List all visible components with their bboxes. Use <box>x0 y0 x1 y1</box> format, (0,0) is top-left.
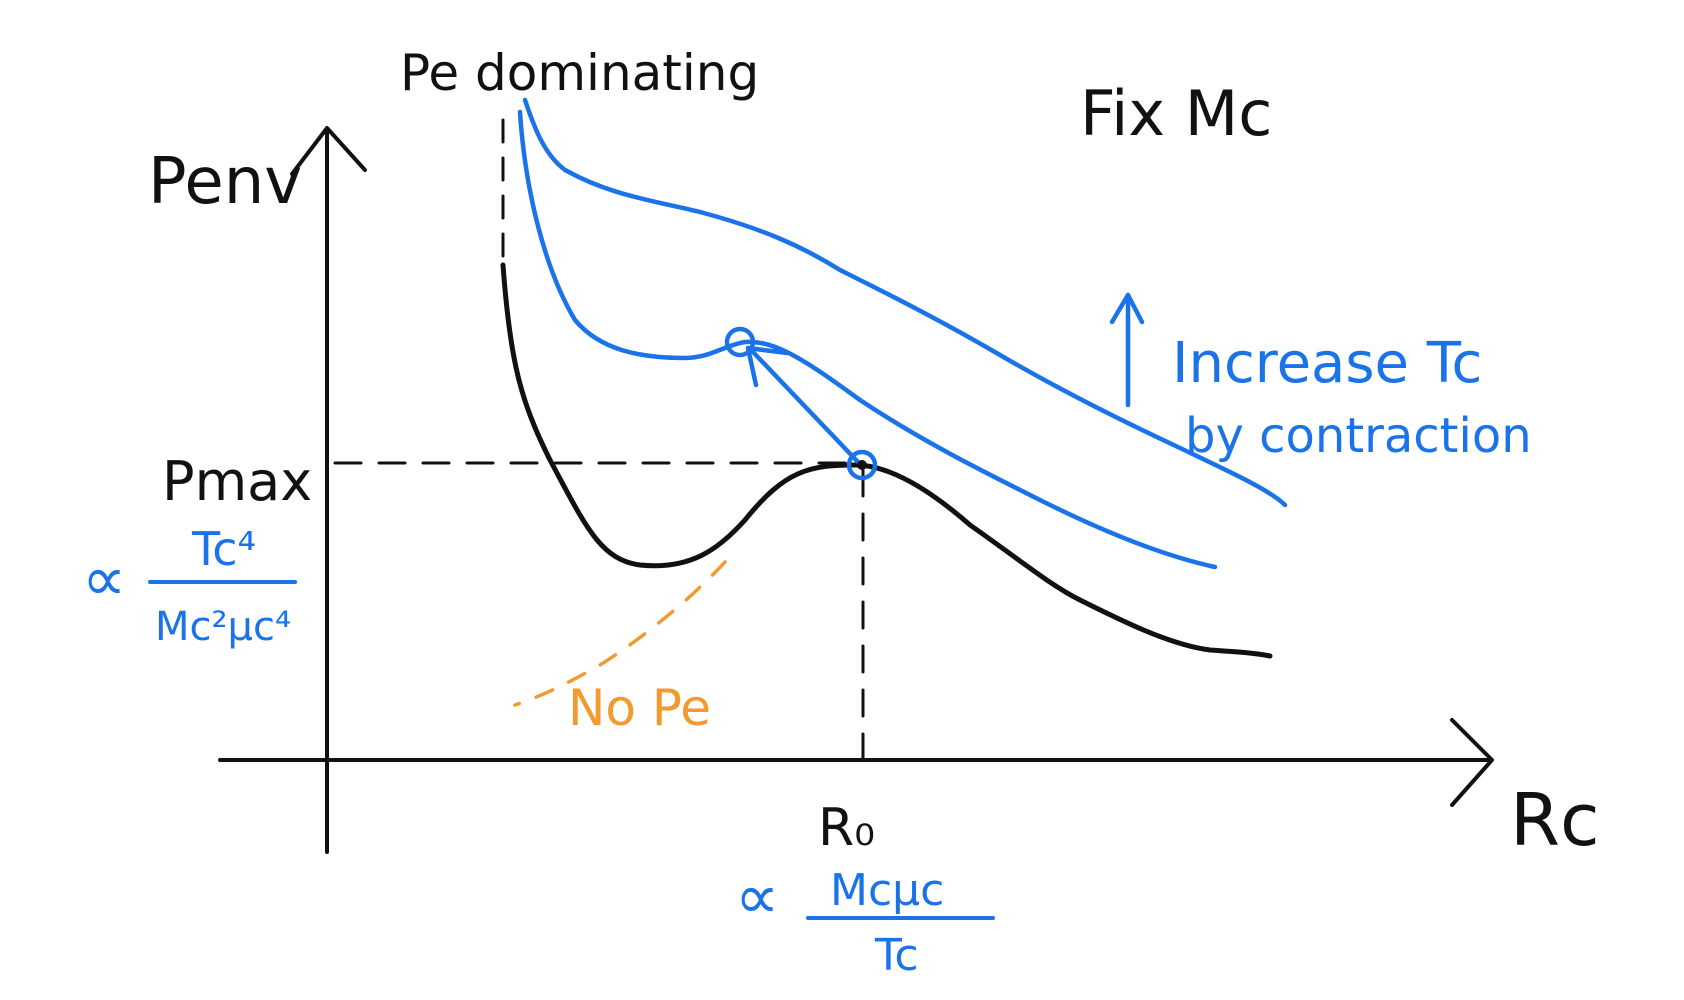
blue-contraction-arrowhead <box>745 345 790 388</box>
pmax-label: Pmax <box>162 450 312 513</box>
fix-mc-label: Fix Mc <box>1080 77 1272 150</box>
black-pressure-curve <box>500 262 1273 659</box>
blue-curves <box>517 97 1288 570</box>
r0-proportionality: ∝ Mcμc Tc <box>735 860 995 981</box>
blue-contraction-arrow-line <box>750 349 861 465</box>
x-axis-arrowhead <box>1450 718 1494 807</box>
pmax-numerator: Tc⁴ <box>191 522 256 576</box>
no-pe-label: No Pe <box>568 679 711 737</box>
blue-increase-arrowhead <box>1109 292 1145 325</box>
x-axis-label: Rc <box>1510 778 1600 862</box>
r0-label: R₀ <box>818 798 875 858</box>
orange-no-pe-curve <box>513 560 727 707</box>
y-axis-label: Penv <box>148 145 302 219</box>
pmax-proportionality: ∝ Tc⁴ Mc²μc⁴ <box>82 522 297 650</box>
pmax-prop-symbol: ∝ <box>82 542 126 615</box>
blue-circle-r0 <box>846 449 878 481</box>
increase-tc-label: Increase Tc <box>1172 331 1482 396</box>
r0-numerator: Mcμc <box>830 865 944 916</box>
pmax-denominator: Mc²μc⁴ <box>155 604 291 650</box>
blue-upper-curve <box>522 97 1288 508</box>
blue-circle-peak <box>724 326 756 358</box>
r0-denominator: Tc <box>874 930 919 981</box>
blue-middle-curve <box>517 109 1218 570</box>
r0-peak-dot <box>857 460 867 470</box>
r0-prop-symbol: ∝ <box>735 860 779 933</box>
pe-dominating-label: Pe dominating <box>400 44 759 102</box>
guide-lines <box>333 118 865 762</box>
by-contraction-label: by contraction <box>1185 408 1532 464</box>
y-axis-arrowhead <box>290 126 367 176</box>
axes <box>218 126 1494 854</box>
